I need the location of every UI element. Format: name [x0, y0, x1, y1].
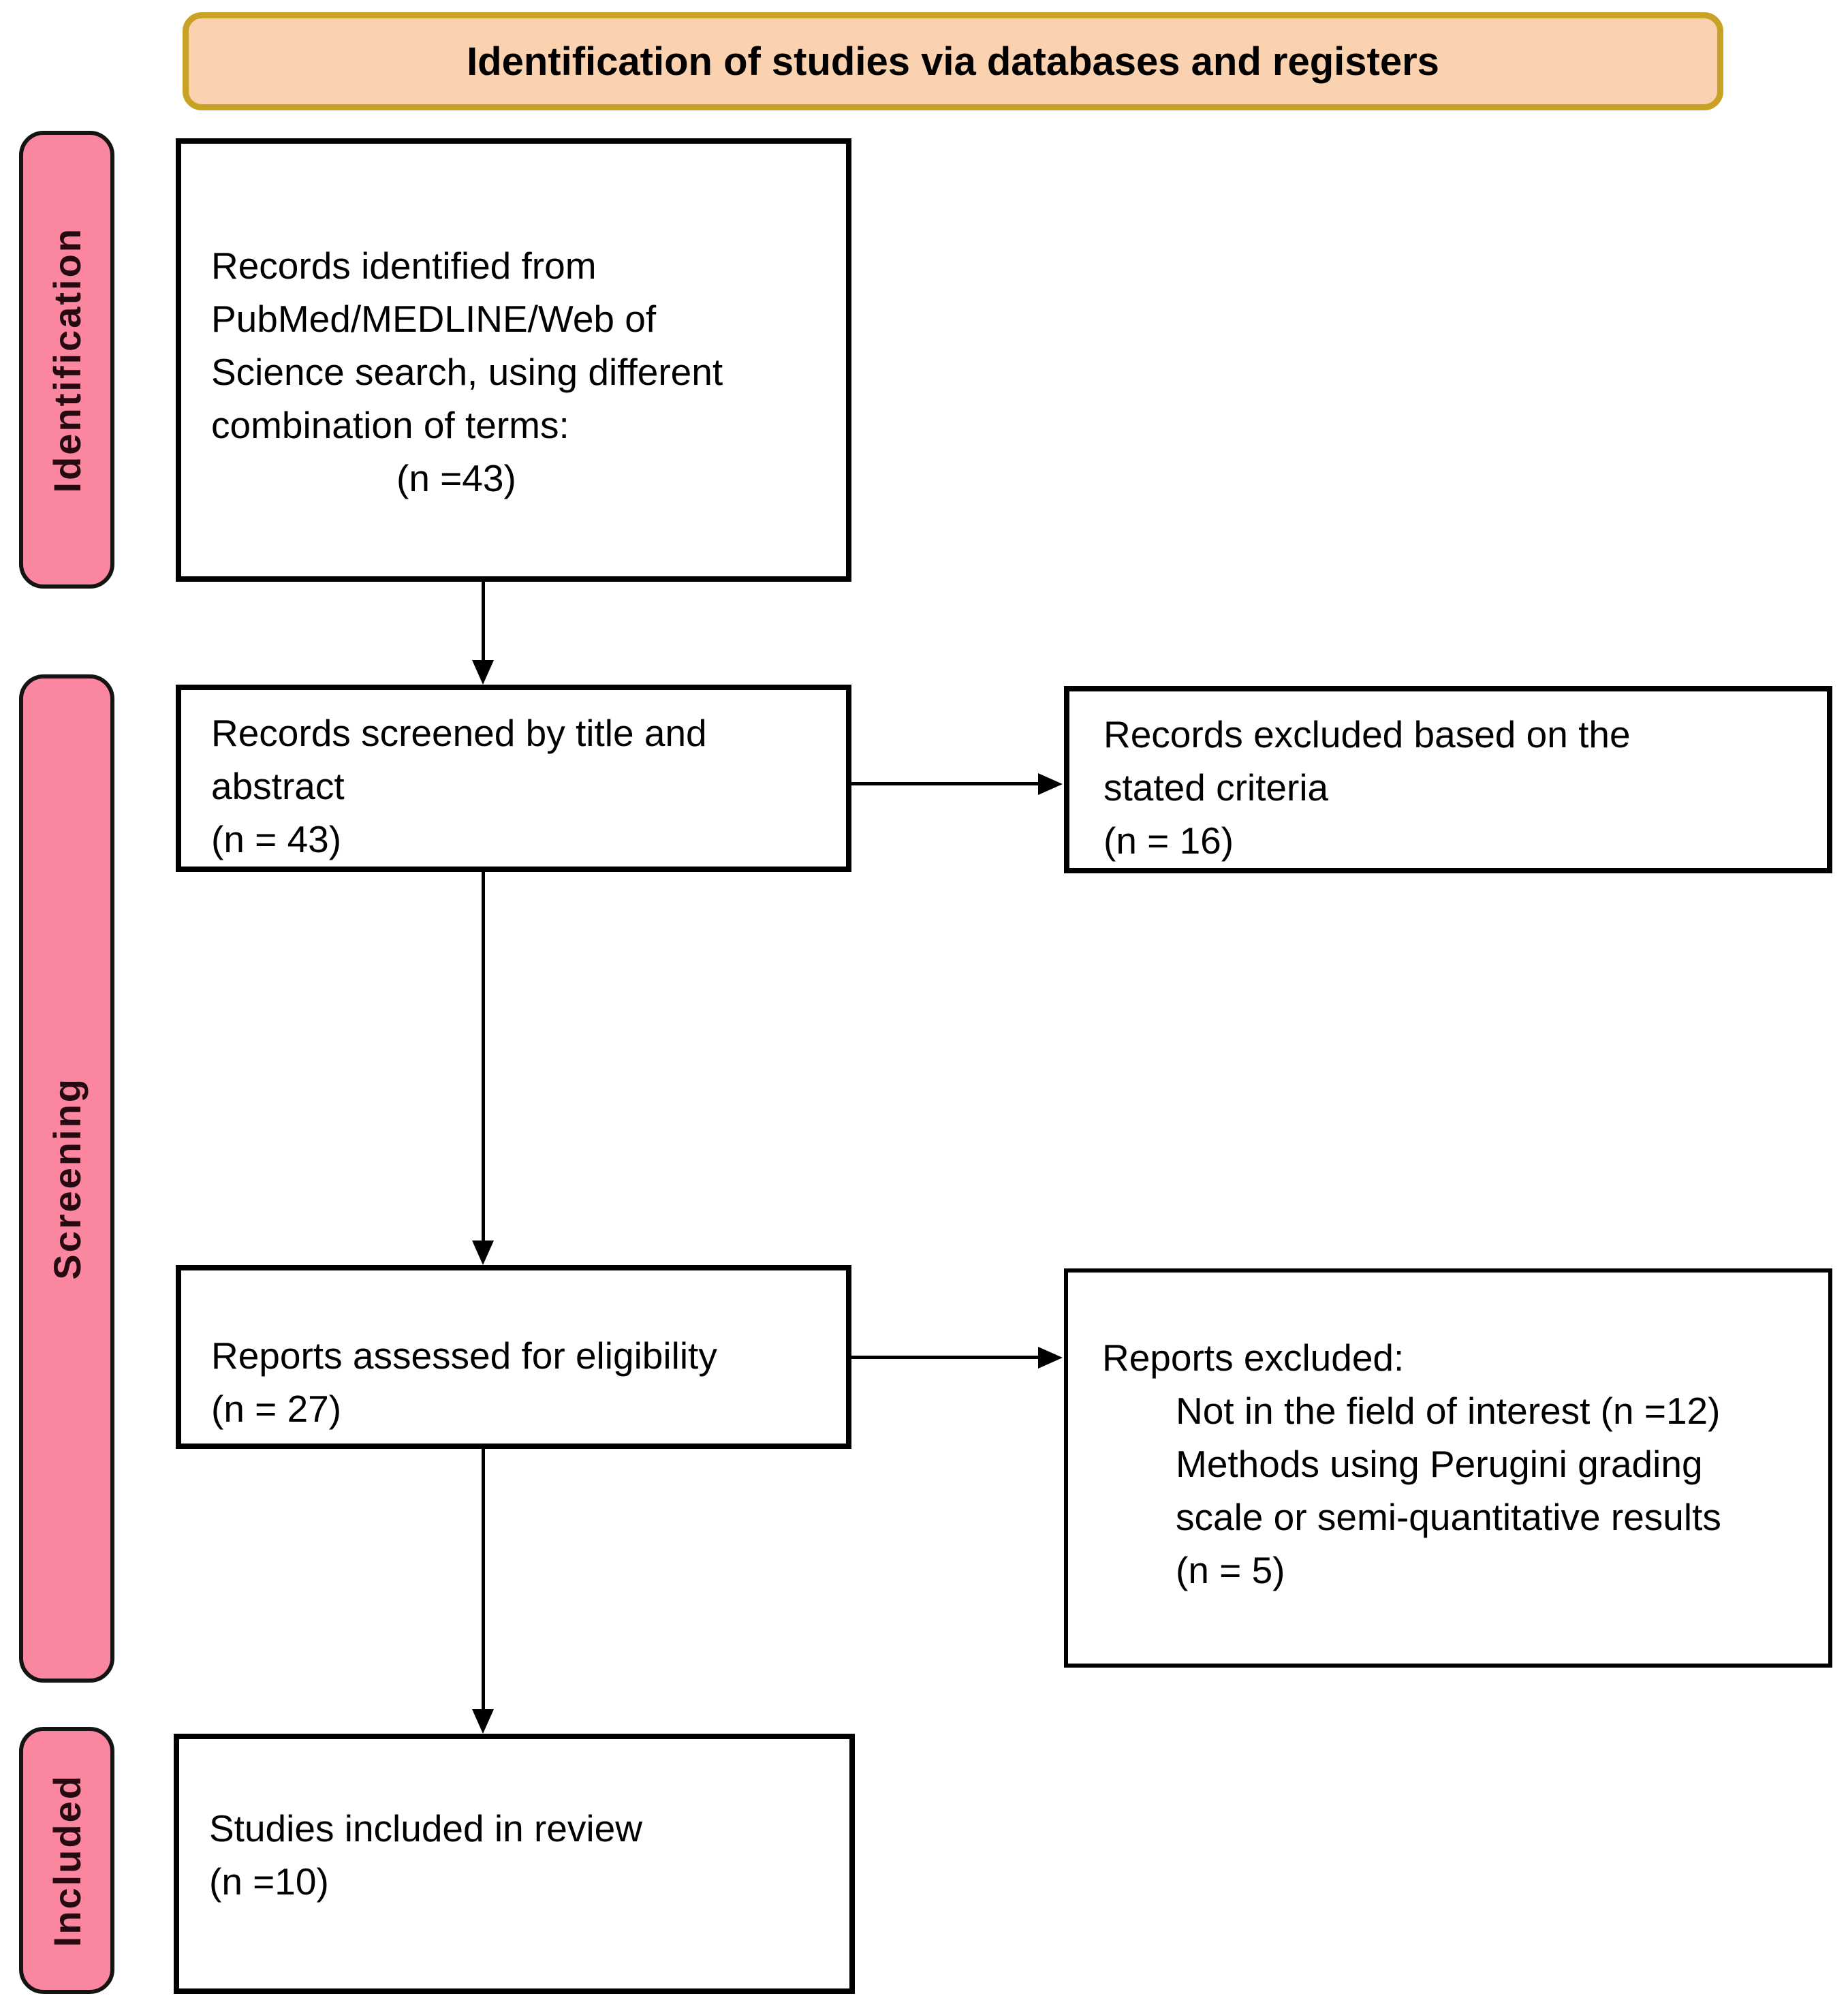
arrow-right-head-icon — [1038, 1347, 1063, 1369]
arrow-down-head-icon — [472, 1709, 494, 1734]
box-records-identified-line: Records identified from — [211, 245, 597, 287]
side-label-identification-text: Identification — [45, 226, 89, 493]
box-reports-assessed-count: (n = 27) — [211, 1388, 342, 1430]
box-records-identified-line: Science search, using different — [211, 351, 723, 393]
arrow-line — [851, 1356, 1039, 1359]
box-reports-excluded: Reports excluded: Not in the field of in… — [1064, 1268, 1832, 1668]
arrow-down-head-icon — [472, 660, 494, 685]
arrow-right-head-icon — [1038, 773, 1063, 795]
arrow-line — [851, 782, 1039, 785]
box-records-screened-line: abstract — [211, 765, 345, 807]
arrow-line — [482, 872, 485, 1242]
banner: Identification of studies via databases … — [183, 12, 1723, 110]
side-label-screening: Screening — [19, 674, 114, 1683]
box-records-excluded-line: stated criteria — [1103, 766, 1329, 809]
side-label-identification: Identification — [19, 131, 114, 589]
arrow-line — [482, 1449, 485, 1711]
box-records-excluded-line: Records excluded based on the — [1103, 713, 1631, 755]
box-records-identified-count: (n =43) — [396, 457, 516, 499]
box-records-excluded: Records excluded based on the stated cri… — [1064, 686, 1832, 873]
box-reports-excluded-line: scale or semi-quantitative results — [1176, 1496, 1721, 1538]
box-reports-excluded-count: (n = 5) — [1176, 1549, 1285, 1591]
banner-title: Identification of studies via databases … — [467, 39, 1439, 84]
side-label-included: Included — [19, 1727, 114, 1994]
side-label-included-text: Included — [45, 1773, 89, 1948]
box-reports-assessed-line: Reports assessed for eligibility — [211, 1335, 717, 1377]
box-reports-excluded-line: Not in the field of interest (n =12) — [1176, 1390, 1721, 1432]
box-studies-included-line: Studies included in review — [209, 1807, 642, 1850]
box-records-screened-line: Records screened by title and — [211, 712, 707, 754]
box-records-excluded-count: (n = 16) — [1103, 820, 1234, 862]
box-studies-included-count: (n =10) — [209, 1860, 329, 1903]
box-records-screened: Records screened by title and abstract (… — [176, 685, 851, 872]
box-reports-assessed: Reports assessed for eligibility (n = 27… — [176, 1265, 851, 1449]
box-studies-included: Studies included in review (n =10) — [174, 1734, 855, 1994]
box-records-identified-line: PubMed/MEDLINE/Web of — [211, 298, 657, 340]
box-reports-excluded-header: Reports excluded: — [1102, 1337, 1405, 1379]
box-reports-excluded-line: Methods using Perugini grading — [1176, 1443, 1703, 1485]
arrow-down-head-icon — [472, 1240, 494, 1265]
box-records-identified: Records identified from PubMed/MEDLINE/W… — [176, 138, 851, 582]
box-records-screened-count: (n = 43) — [211, 818, 342, 860]
arrow-line — [482, 582, 485, 661]
box-records-identified-line: combination of terms: — [211, 404, 569, 446]
side-label-screening-text: Screening — [45, 1077, 89, 1280]
